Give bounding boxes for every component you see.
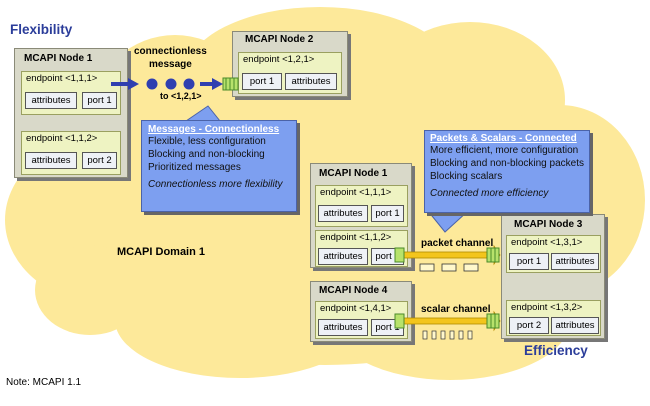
endpoint-1-1-1: endpoint <1,1,1> attributes port 1 (315, 185, 408, 227)
node-1-left: MCAPI Node 1 endpoint <1,1,1> attributes… (14, 48, 128, 178)
callout-line: Flexible, less configuration (148, 136, 266, 147)
port-cell: port 2 (509, 317, 549, 334)
efficiency-heading: Efficiency (524, 343, 588, 358)
packets-callout: Packets & Scalars - Connected More effic… (424, 130, 590, 213)
node-4: MCAPI Node 4 endpoint <1,4,1> attributes… (310, 281, 412, 342)
attributes-cell: attributes (285, 73, 337, 90)
attributes-cell: attributes (551, 317, 599, 334)
flexibility-heading: Flexibility (10, 22, 73, 37)
node-title: MCAPI Node 4 (319, 285, 388, 296)
port-cell: port 2 (371, 248, 404, 265)
attributes-cell: attributes (318, 319, 368, 336)
port-cell: port 1 (82, 92, 117, 109)
attributes-cell: attributes (25, 92, 77, 109)
attributes-cell: attributes (318, 205, 368, 222)
callout-line: Prioritized messages (148, 162, 241, 173)
endpoint-1-1-2: endpoint <1,1,2> attributes port 2 (315, 230, 408, 267)
endpoint-1-4-1: endpoint <1,4,1> attributes port 1 (315, 301, 408, 339)
attributes-cell: attributes (25, 152, 77, 169)
endpoint-1-1-2: endpoint <1,1,2> attributes port 2 (21, 131, 121, 175)
endpoint-label: endpoint <1,1,2> (26, 133, 98, 144)
callout-title: Messages - Connectionless (148, 124, 280, 135)
packet-channel-label: packet channel (421, 238, 494, 249)
node-3: MCAPI Node 3 endpoint <1,3,1> port 1 att… (501, 214, 605, 339)
node-title: MCAPI Node 3 (514, 219, 583, 230)
port-cell: port 1 (509, 253, 549, 270)
callout-line: Blocking and non-blocking packets (430, 158, 584, 169)
callout-note: Connectionless more flexibility (148, 179, 283, 190)
node-title: MCAPI Node 2 (245, 34, 314, 45)
endpoint-label: endpoint <1,1,1> (26, 73, 98, 84)
node-1-right: MCAPI Node 1 endpoint <1,1,1> attributes… (310, 163, 412, 268)
attributes-cell: attributes (318, 248, 368, 265)
endpoint-1-3-2: endpoint <1,3,2> port 2 attributes (506, 300, 601, 336)
domain-label: MCAPI Domain 1 (117, 246, 206, 258)
messages-callout: Messages - Connectionless Flexible, less… (141, 120, 297, 212)
endpoint-label: endpoint <1,1,2> (320, 232, 392, 243)
endpoint-label: endpoint <1,2,1> (243, 54, 315, 65)
endpoint-label: endpoint <1,3,1> (511, 237, 583, 248)
endpoint-label: endpoint <1,3,2> (511, 302, 583, 313)
callout-line: More efficient, more configuration (430, 145, 579, 156)
endpoint-1-2-1: endpoint <1,2,1> port 1 attributes (238, 52, 342, 94)
port-cell: port 1 (371, 205, 404, 222)
port-cell: port 1 (371, 319, 404, 336)
callout-title: Packets & Scalars - Connected (430, 133, 577, 144)
endpoint-label: endpoint <1,4,1> (320, 303, 392, 314)
scalar-channel-label: scalar channel (421, 304, 491, 315)
endpoint-1-3-1: endpoint <1,3,1> port 1 attributes (506, 235, 601, 273)
port-cell: port 2 (82, 152, 117, 169)
callout-note: Connected more efficiency (430, 188, 549, 199)
node-title: MCAPI Node 1 (24, 53, 93, 64)
to-address-label: to <1,2,1> (160, 91, 202, 101)
callout-line: Blocking scalars (430, 171, 503, 182)
endpoint-label: endpoint <1,1,1> (320, 187, 392, 198)
node-2: MCAPI Node 2 endpoint <1,2,1> port 1 att… (232, 31, 348, 97)
attributes-cell: attributes (551, 253, 599, 270)
port-cell: port 1 (242, 73, 282, 90)
node-title: MCAPI Node 1 (319, 168, 388, 179)
callout-line: Blocking and non-blocking (148, 149, 265, 160)
connectionless-message-label: connectionless message (134, 46, 207, 70)
note-text: Note: MCAPI 1.1 (6, 377, 82, 388)
endpoint-1-1-1: endpoint <1,1,1> attributes port 1 (21, 71, 121, 115)
